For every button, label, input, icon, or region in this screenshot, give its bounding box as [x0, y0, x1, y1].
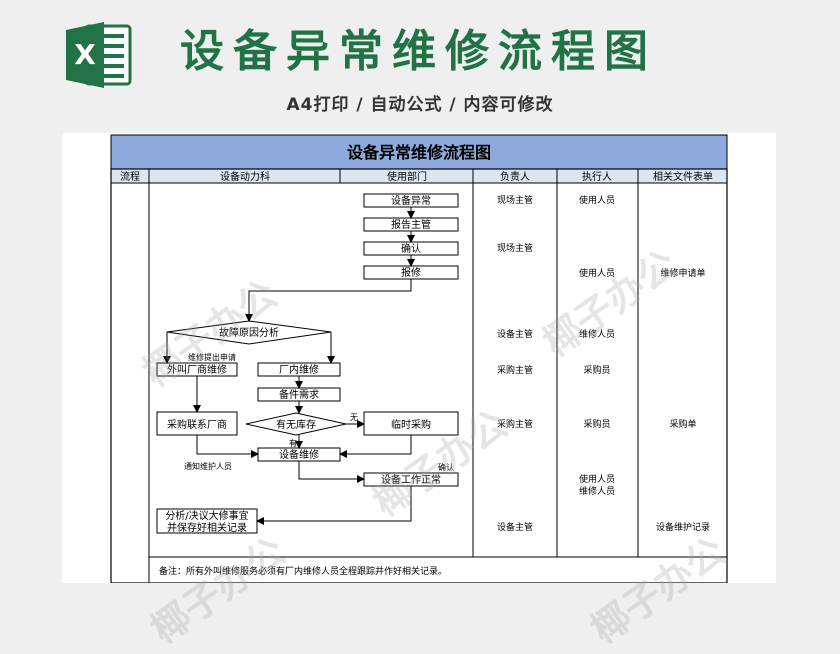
- node-analysis-record: [156, 508, 258, 534]
- executor-cell: 采购员: [583, 418, 610, 430]
- svg-text:有无库存: 有无库存: [276, 418, 316, 431]
- svg-text:备件需求: 备件需求: [279, 388, 319, 401]
- header-responsible: 负责人: [500, 170, 530, 183]
- form-cell: 维修申请单: [660, 267, 705, 279]
- svg-text:确认: 确认: [401, 242, 421, 255]
- svg-text:厂内维修: 厂内维修: [279, 363, 319, 376]
- executor-cell: 维修人员: [579, 328, 615, 340]
- header-user-dept: 使用部门: [387, 170, 427, 183]
- label-notify-staff: 通知维护人员: [184, 461, 232, 471]
- svg-text:设备异常: 设备异常: [391, 194, 431, 207]
- svg-text:分析/决议大修事宜: 分析/决议大修事宜: [165, 509, 248, 522]
- header-process: 流程: [120, 170, 140, 183]
- responsible-cell: 现场主管: [497, 242, 533, 254]
- label-confirm: 确认: [438, 462, 454, 472]
- header-executor: 执行人: [582, 170, 612, 183]
- header-equipment-dept: 设备动力科: [220, 170, 270, 183]
- svg-text:设备维修: 设备维修: [279, 448, 319, 461]
- svg-text:设备工作正常: 设备工作正常: [381, 473, 441, 486]
- note-text: 备注：所有外叫维修服务必须有厂内维修人员全程跟踪并作好相关记录。: [159, 565, 447, 577]
- label-none: 无: [350, 413, 358, 422]
- executor-cell: 维修人员: [579, 485, 615, 497]
- responsible-cell: 现场主管: [497, 194, 533, 206]
- form-cell: 设备维护记录: [656, 521, 710, 533]
- form-cell: 采购单: [669, 418, 696, 430]
- sheet-title: 设备异常维修流程图: [347, 143, 491, 162]
- executor-cell: 采购员: [583, 364, 610, 376]
- responsible-cell: 采购主管: [497, 364, 533, 376]
- svg-text:X: X: [74, 38, 96, 71]
- svg-text:报告主管: 报告主管: [391, 218, 431, 231]
- executor-cell: 使用人员: [579, 267, 615, 279]
- responsible-cell: 设备主管: [497, 521, 533, 533]
- svg-text:并保存好相关记录: 并保存好相关记录: [167, 521, 247, 534]
- page-title: 设备异常维修流程图: [180, 26, 657, 77]
- executor-cell: 使用人员: [579, 194, 615, 206]
- svg-text:报修: 报修: [401, 266, 421, 279]
- sheet-title-band: [110, 134, 728, 170]
- flowchart-sheet: 设备异常维修流程图 流程 设备动力科 使用部门 负责人 执行人 相关文件表单 设…: [62, 133, 776, 583]
- executor-cell: 使用人员: [579, 473, 615, 485]
- responsible-cell: 设备主管: [497, 328, 533, 340]
- responsible-cell: 采购主管: [497, 418, 533, 430]
- label-request-repair: 维修提出申请: [188, 352, 236, 362]
- label-have: 有: [289, 438, 297, 448]
- header-forms: 相关文件表单: [653, 170, 713, 183]
- page-subtitle: A4打印 / 自动公式 / 内容可修改: [286, 95, 554, 115]
- excel-icon: X: [66, 22, 132, 88]
- svg-text:故障原因分析: 故障原因分析: [219, 326, 279, 339]
- excel-logo: X: [64, 18, 136, 92]
- svg-text:采购联系厂商: 采购联系厂商: [167, 418, 227, 431]
- svg-text:外叫厂商维修: 外叫厂商维修: [167, 363, 227, 376]
- svg-text:临时采购: 临时采购: [391, 418, 431, 431]
